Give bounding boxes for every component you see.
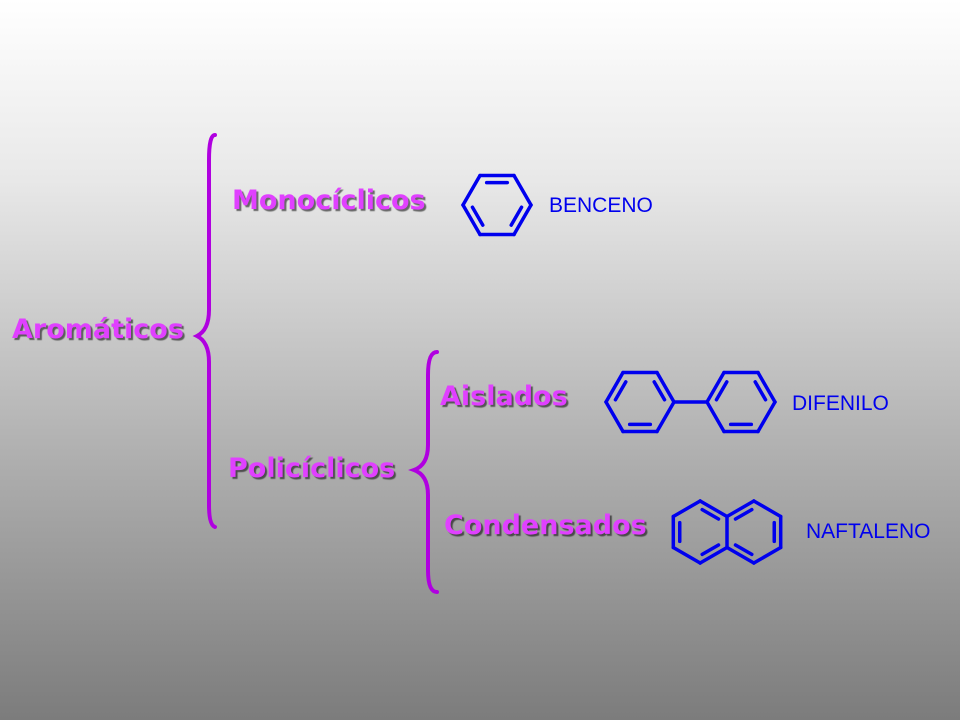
bond-line <box>655 400 676 434</box>
label-difenilo: DIFENILO <box>792 392 889 415</box>
bond-line <box>753 380 768 402</box>
benzene-ring <box>461 173 533 237</box>
term-monociclicos: Monocíclicos <box>232 185 426 216</box>
biphenyl-ring-left <box>604 370 676 434</box>
bond-line <box>604 370 625 404</box>
bond-line <box>756 400 777 434</box>
biphenyl-ring-right <box>705 370 777 434</box>
bond-line <box>698 545 729 565</box>
label-benceno: BENCENO <box>549 194 653 217</box>
bond-line <box>705 400 726 434</box>
bond-line <box>461 173 482 207</box>
bond-line <box>733 507 754 521</box>
bond-line <box>698 499 729 519</box>
bond-line <box>461 203 482 237</box>
bond-line <box>714 380 729 402</box>
brace-aromaticos <box>192 133 217 529</box>
term-aromaticos: Aromáticos <box>12 314 184 345</box>
bond-line <box>671 545 702 565</box>
bond-line <box>700 543 721 557</box>
term-policiclicos: Policíclicos <box>228 453 396 484</box>
bond-line <box>652 380 667 402</box>
naphthalene-ring-right <box>725 499 783 565</box>
bond-line <box>512 173 533 207</box>
bond-line <box>700 507 721 521</box>
bond-line <box>705 370 726 404</box>
bond-line <box>509 205 524 227</box>
bond-line <box>725 545 756 565</box>
brace-policiclicos <box>408 350 439 594</box>
bond-line <box>725 499 756 519</box>
bond-line <box>470 205 485 227</box>
bond-line <box>752 499 783 519</box>
bond-line <box>671 499 702 519</box>
bond-line <box>756 370 777 404</box>
term-condensados: Condensados <box>444 510 647 541</box>
bond-line <box>512 203 533 237</box>
naphthalene-ring-left <box>671 499 729 565</box>
label-naftaleno: NAFTALENO <box>806 520 931 543</box>
bond-line <box>604 400 625 434</box>
term-aislados: Aislados <box>440 381 568 412</box>
bond-line <box>655 370 676 404</box>
bond-line <box>733 543 754 557</box>
bond-line <box>613 380 628 402</box>
bond-line <box>752 545 783 565</box>
